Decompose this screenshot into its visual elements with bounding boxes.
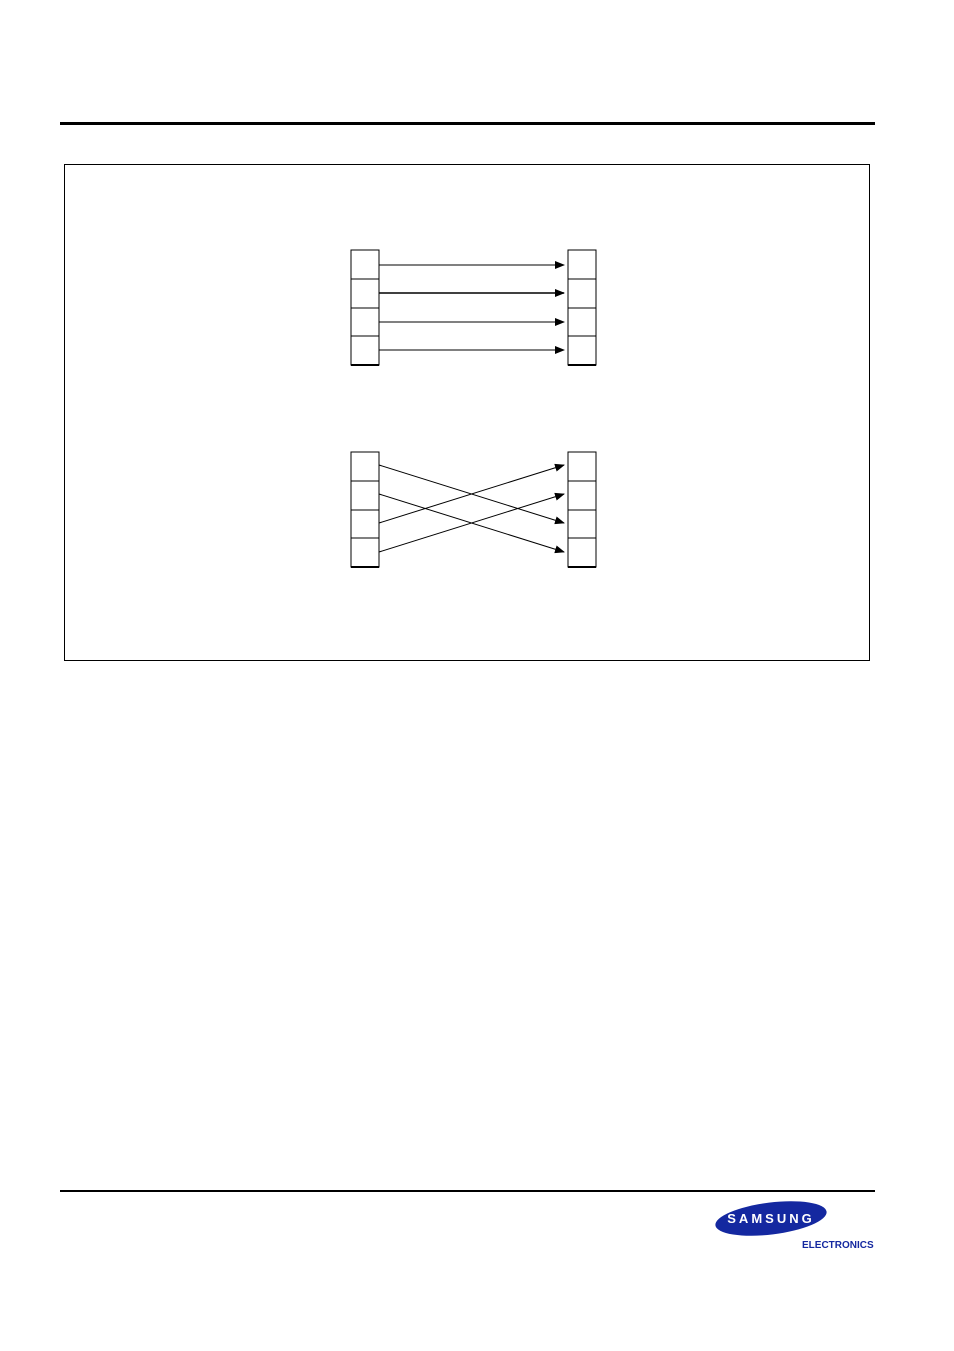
source-cell (351, 538, 379, 567)
crossed-mapping-diagram (351, 452, 596, 567)
target-cell (568, 250, 596, 279)
logo-brand-text: SAMSUNG (714, 1199, 828, 1238)
target-cell (568, 336, 596, 365)
source-cell-column (351, 250, 379, 365)
logo-subtitle-text: ELECTRONICS (802, 1240, 874, 1251)
arrow-group (379, 265, 564, 350)
target-cell (568, 308, 596, 336)
target-cell-column (568, 452, 596, 567)
source-cell (351, 336, 379, 365)
target-cell (568, 279, 596, 308)
target-cell-column (568, 250, 596, 365)
source-cell (351, 481, 379, 510)
source-cell (351, 308, 379, 336)
footer-rule (60, 1190, 875, 1192)
source-cell (351, 250, 379, 279)
source-cell (351, 452, 379, 481)
source-cell (351, 279, 379, 308)
target-cell (568, 481, 596, 510)
arrow-group (379, 465, 564, 552)
target-cell (568, 538, 596, 567)
samsung-logo: SAMSUNG ELECTRONICS (714, 1199, 874, 1259)
source-cell-column (351, 452, 379, 567)
straight-mapping-diagram (351, 250, 596, 365)
target-cell (568, 452, 596, 481)
source-cell (351, 510, 379, 538)
target-cell (568, 510, 596, 538)
